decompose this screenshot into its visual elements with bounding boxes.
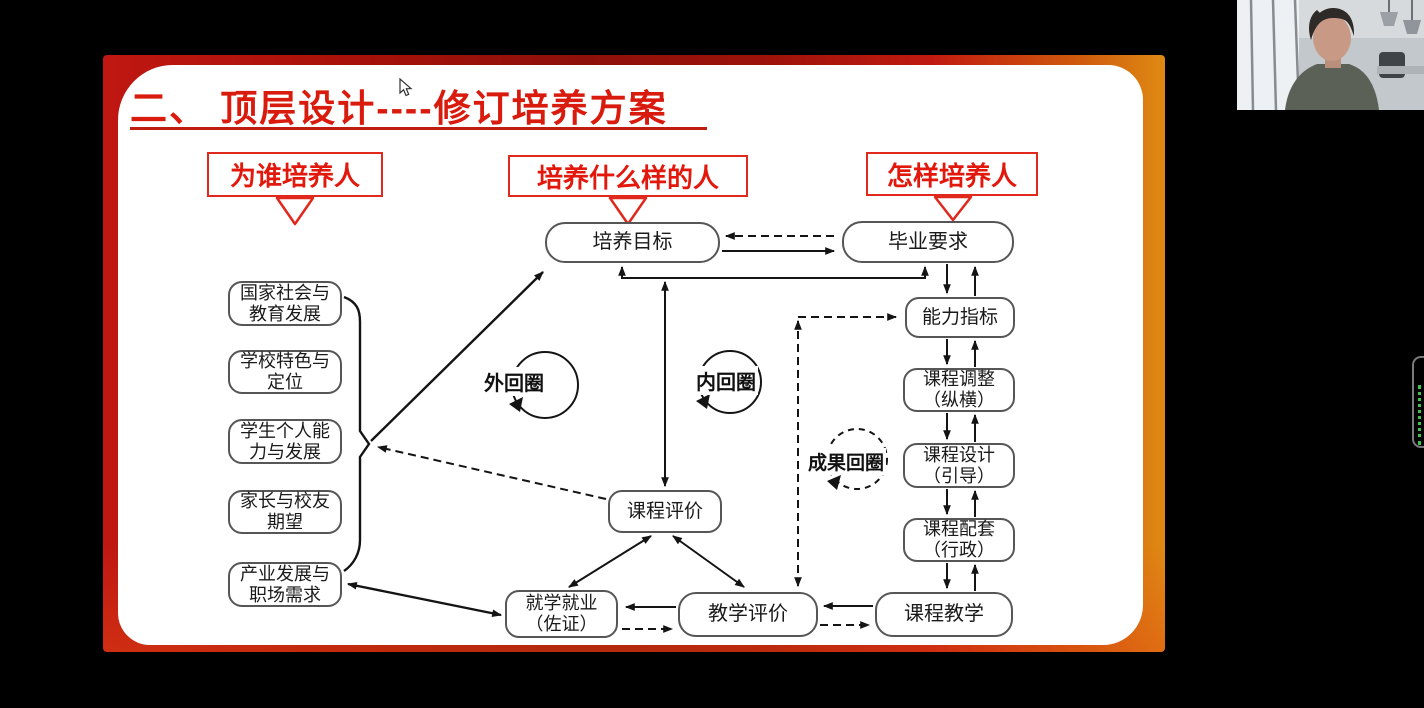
chair <box>1379 52 1405 78</box>
node-label: 能力指标 <box>921 307 998 328</box>
node-peiyang-mubiao: 培养目标 <box>545 222 720 263</box>
node-label: （佐证） <box>525 614 598 634</box>
callout-label: 为谁培养人 <box>229 161 360 191</box>
stakeholder-jiazhang: 家长与校友 期望 <box>228 490 342 534</box>
node-label: 学校特色与 <box>240 351 330 371</box>
desk <box>1377 66 1424 74</box>
node-kecheng-pingjia: 课程评价 <box>608 490 722 533</box>
callout-label: 培养什么样的人 <box>536 162 719 193</box>
node-label: 课程配套 <box>923 519 995 539</box>
node-label: 产业发展与 <box>240 563 330 584</box>
node-label: 力与发展 <box>249 441 321 462</box>
stakeholder-guojia: 国家社会与 教育发展 <box>228 281 342 326</box>
webcam-tile[interactable] <box>1237 0 1424 110</box>
page-title: 二、 顶层设计----修订培养方案 <box>130 88 668 129</box>
loop-label-outer: 外回圈 <box>482 367 546 396</box>
node-label: 课程调整 <box>923 369 995 389</box>
node-label: 教学评价 <box>708 603 788 625</box>
node-nengli-zhibiao: 能力指标 <box>905 297 1015 338</box>
stakeholder-xuesheng: 学生个人能 力与发展 <box>228 419 342 464</box>
node-label: 期望 <box>267 512 303 532</box>
node-label: （纵横） <box>923 390 995 410</box>
callout-what-kind: 培养什么样的人 <box>508 155 748 197</box>
node-kecheng-tiaozheng: 课程调整 （纵横） <box>903 368 1015 412</box>
node-kecheng-jiaoxue: 课程教学 <box>875 592 1013 637</box>
stakeholder-chanye: 产业发展与 职场需求 <box>228 562 342 607</box>
node-kecheng-sheji: 课程设计 （引导） <box>903 443 1015 488</box>
node-label: 家长与校友 <box>240 491 330 511</box>
node-label: 课程设计 <box>923 444 995 465</box>
edge-panel-handle[interactable] <box>1412 356 1424 448</box>
node-label: 国家社会与 <box>240 282 330 303</box>
mouse-cursor-icon <box>399 78 413 97</box>
title-underline <box>130 127 707 130</box>
green-dots-indicator <box>1418 385 1421 445</box>
node-label: 课程教学 <box>904 603 984 625</box>
loop-label-inner: 内回圈 <box>694 366 758 395</box>
callout-for-whom: 为谁培养人 <box>207 152 383 197</box>
loop-label-outcome: 成果回圈 <box>806 448 887 475</box>
lamp-icon <box>1380 0 1421 34</box>
node-label: 毕业要求 <box>888 230 968 253</box>
node-jiuxue-jiuye: 就学就业 （佐证） <box>505 590 618 638</box>
node-biye-yaoqiu: 毕业要求 <box>842 221 1014 263</box>
node-jiaoxue-pingjia: 教学评价 <box>678 592 818 637</box>
node-label: 定位 <box>267 372 303 392</box>
node-label: 教育发展 <box>249 303 321 324</box>
node-label: （引导） <box>923 465 995 486</box>
node-label: 职场需求 <box>249 584 321 605</box>
node-label: 就学就业 <box>525 593 598 613</box>
node-label: 培养目标 <box>592 231 673 253</box>
node-label: 课程评价 <box>626 501 703 522</box>
presenter-video <box>1237 0 1424 110</box>
node-kecheng-peitao: 课程配套 （行政） <box>903 518 1015 562</box>
node-label: （行政） <box>923 540 995 560</box>
presenter-avatar <box>1285 8 1379 110</box>
callout-label: 怎样培养人 <box>886 160 1017 191</box>
node-label: 学生个人能 <box>240 420 330 441</box>
stakeholder-xuexiao: 学校特色与 定位 <box>228 350 342 394</box>
callout-how: 怎样培养人 <box>866 152 1038 196</box>
